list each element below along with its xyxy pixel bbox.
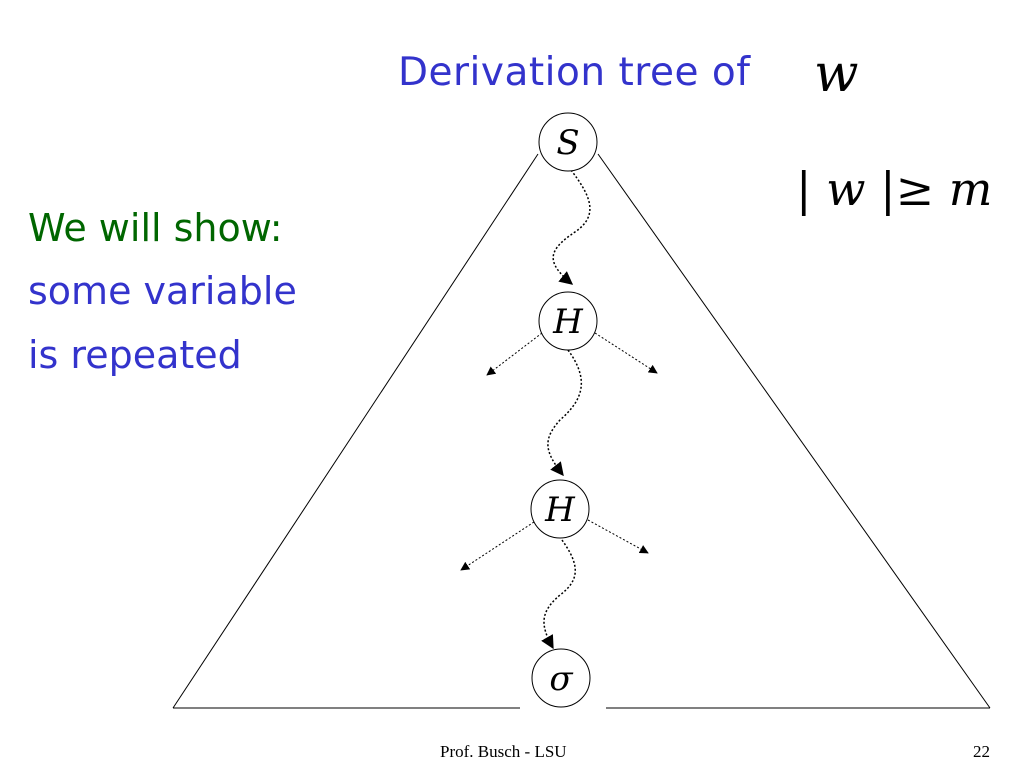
path-h-to-sigma <box>541 539 576 650</box>
path-s-to-h <box>552 169 591 285</box>
tree-node-first-h: H <box>538 291 598 351</box>
branch-arrow-first-h-left <box>486 332 543 376</box>
branch-arrow-first-h-right <box>594 332 658 374</box>
page-number: 22 <box>973 742 990 761</box>
triangle-right-edge <box>597 153 991 709</box>
branch-arrow-second-h-left <box>460 521 535 571</box>
node-label-h2: H <box>544 490 576 530</box>
length-condition: | w |≥ m <box>796 162 993 216</box>
tree-node-root: S <box>538 112 598 172</box>
claim-line-1: We will show: <box>28 206 283 250</box>
slide-title: Derivation tree of <box>398 50 751 95</box>
claim-line-3: is repeated <box>28 333 242 377</box>
tree-node-second-h: H <box>530 479 590 539</box>
branch-arrow-second-h-right <box>587 519 649 554</box>
claim-line-2: some variable <box>28 269 297 313</box>
footer-author: Prof. Busch - LSU <box>440 742 567 761</box>
node-label-h1: H <box>552 302 584 342</box>
title-variable-w: w <box>814 44 859 104</box>
node-label-s: S <box>556 123 579 163</box>
node-label-sigma: σ <box>549 659 573 699</box>
triangle-left-edge <box>172 153 539 709</box>
tree-node-leaf: σ <box>531 648 591 708</box>
path-h-to-h <box>547 349 583 477</box>
